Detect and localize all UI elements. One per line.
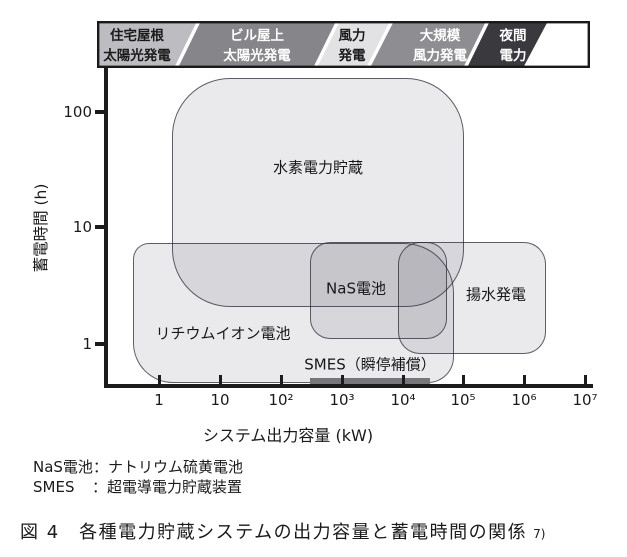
banner-border bbox=[97, 21, 590, 68]
y-tick-100 bbox=[95, 110, 104, 114]
y-tick-label-100: 100 bbox=[63, 103, 92, 121]
banner-label-large-wind-line2: 風力発電 bbox=[413, 47, 467, 64]
region-smes-bar bbox=[310, 378, 430, 384]
y-axis-title: 蓄電時間 (h) bbox=[32, 183, 50, 273]
x-axis-line bbox=[104, 384, 593, 388]
note-nas-separator: ： bbox=[92, 458, 108, 476]
banner-label-wind-line1: 風力 bbox=[339, 27, 366, 44]
x-tick-label-1: 1 bbox=[154, 391, 164, 409]
banner-segment-night-power bbox=[465, 21, 550, 68]
banner-label-building-solar-line2: 太陽光発電 bbox=[223, 47, 291, 64]
y-tick-10 bbox=[95, 225, 104, 229]
label-smes: SMES（瞬停補償） bbox=[304, 355, 436, 374]
banner-divider bbox=[523, 21, 552, 68]
banner-label-wind-line2: 発電 bbox=[338, 47, 366, 64]
y-tick-label-10: 10 bbox=[72, 218, 92, 236]
banner-label-large-wind-line1: 大規模 bbox=[420, 27, 461, 44]
note-nas-term: NaS電池 bbox=[33, 458, 93, 476]
note-smes-term: SMES bbox=[33, 478, 75, 496]
note-nas: NaS電池：ナトリウム硫黄電池 bbox=[33, 457, 243, 477]
region-pumped-hydro bbox=[398, 242, 546, 354]
note-nas-definition: ナトリウム硫黄電池 bbox=[107, 458, 243, 476]
region-nas-battery bbox=[310, 242, 447, 339]
label-nas-battery: NaS電池 bbox=[326, 279, 386, 298]
label-hydrogen-storage: 水素電力貯蔵 bbox=[272, 158, 364, 177]
x-tick-1e6 bbox=[523, 375, 526, 384]
caption-reference: 7) bbox=[533, 527, 546, 541]
banner-divider bbox=[174, 21, 201, 68]
x-tick-1e5 bbox=[462, 375, 465, 384]
y-axis-line bbox=[104, 68, 108, 388]
banner-label-residential-solar-line1: 住宅屋根 bbox=[110, 27, 164, 44]
figure-caption: 図 4 各種電力貯蔵システムの出力容量と蓄電時間の関係 7) bbox=[20, 518, 545, 544]
x-tick-1e7 bbox=[584, 375, 587, 384]
x-tick-label-1e7: 10⁷ bbox=[572, 391, 598, 409]
banner-segment-building-solar bbox=[176, 21, 338, 68]
banner-segment-residential-solar bbox=[97, 21, 199, 68]
note-smes-separator: ： bbox=[92, 478, 108, 496]
banner-segment-large-wind bbox=[368, 21, 488, 68]
x-tick-label-1e3: 10³ bbox=[329, 391, 355, 409]
x-tick-1e3 bbox=[341, 375, 344, 384]
y-tick-1 bbox=[95, 342, 104, 346]
banner-label-night-power-line1: 夜間 bbox=[499, 27, 527, 44]
x-axis-title: システム出力容量 (kW) bbox=[202, 426, 374, 445]
x-tick-label-1e4: 10⁴ bbox=[390, 391, 416, 409]
banner-divider bbox=[313, 21, 340, 68]
note-smes: SMES ：超電導電力貯蔵装置 bbox=[33, 477, 243, 497]
banner-label-building-solar-line1: ビル屋上 bbox=[230, 28, 284, 44]
x-tick-label-1e5: 10⁵ bbox=[450, 391, 476, 409]
abbreviation-notes: NaS電池：ナトリウム硫黄電池 SMES：超電導電力貯蔵装置 bbox=[33, 457, 243, 497]
y-tick-label-1: 1 bbox=[82, 335, 92, 353]
x-tick-1 bbox=[158, 375, 161, 384]
region-lithium-ion-battery bbox=[133, 243, 454, 383]
banner-label-night-power-line2: 電力 bbox=[500, 47, 527, 64]
banner-divider bbox=[366, 21, 394, 68]
x-tick-label-10: 10 bbox=[210, 391, 230, 409]
x-tick-1e4 bbox=[402, 375, 405, 384]
x-tick-label-1e2: 10² bbox=[268, 391, 294, 409]
x-tick-label-1e6: 10⁶ bbox=[511, 391, 537, 409]
x-tick-10 bbox=[219, 375, 222, 384]
label-lithium-ion-battery: リチウムイオン電池 bbox=[155, 324, 291, 343]
banner-divider bbox=[463, 21, 490, 68]
caption-text: 図 4 各種電力貯蔵システムの出力容量と蓄電時間の関係 bbox=[20, 522, 528, 543]
label-pumped-hydro: 揚水発電 bbox=[465, 285, 527, 304]
banner-label-residential-solar-line2: 太陽光発電 bbox=[103, 47, 171, 64]
note-smes-definition: 超電導電力貯蔵装置 bbox=[107, 478, 243, 496]
x-tick-1e2 bbox=[280, 375, 283, 384]
application-category-banner: 住宅屋根 太陽光発電 ビル屋上 太陽光発電 風力 発電 大規模 風力発電 夜間 … bbox=[97, 21, 590, 68]
